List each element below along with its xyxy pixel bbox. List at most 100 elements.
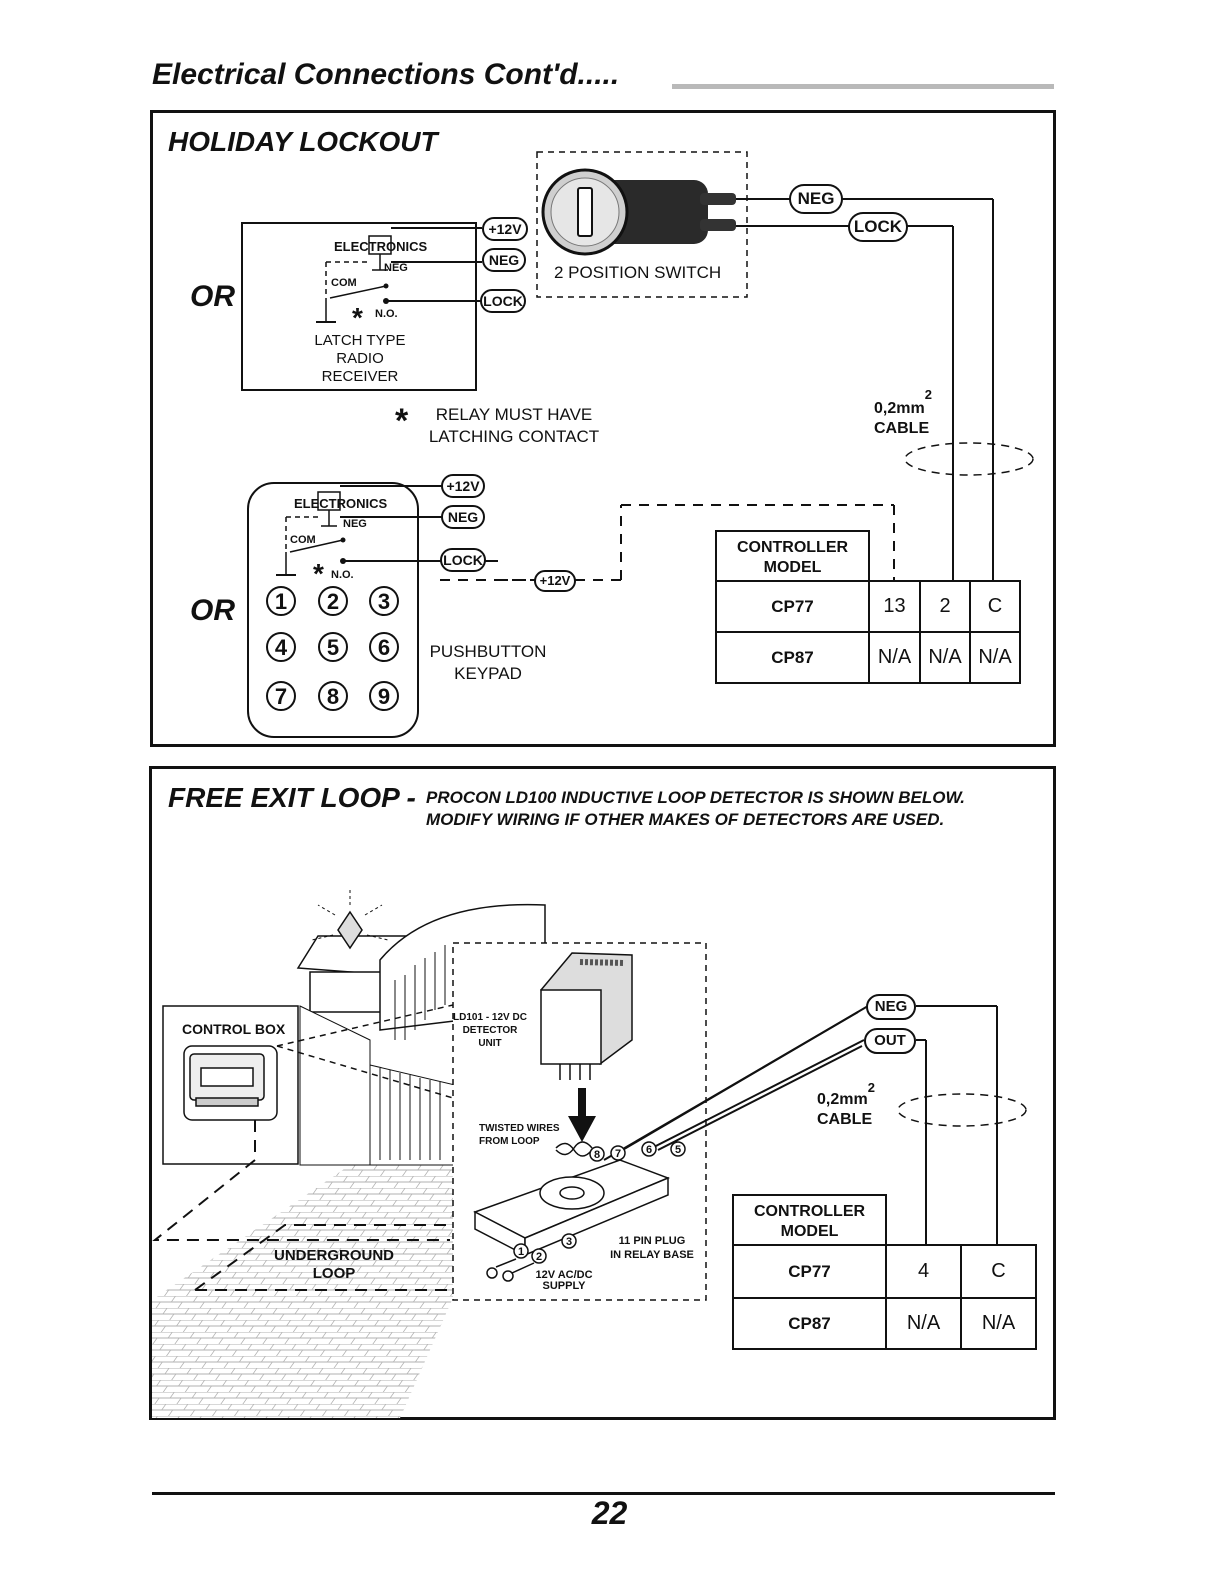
holiday-lockout-panel xyxy=(150,110,1056,747)
underground-loop-label: UNDERGROUND LOOP xyxy=(270,1247,398,1283)
table-row: CP77 13 2 C xyxy=(715,580,1021,633)
loop-output-wires xyxy=(603,1005,998,1246)
cable-size-1: 0,2mm xyxy=(874,400,925,417)
key-switch-icon xyxy=(541,168,736,256)
keypad-key-6: 6 xyxy=(378,635,390,660)
detector-label-line-1: LD101 - 12V DC xyxy=(453,1012,527,1023)
free-exit-loop-panel xyxy=(149,766,1056,1420)
receiver-neg-terminal: NEG xyxy=(482,248,526,272)
relay-base-icon xyxy=(473,1159,671,1257)
keypad-key-4: 4 xyxy=(275,635,288,660)
free-exit-description: PROCON LD100 INDUCTIVE LOOP DETECTOR IS … xyxy=(426,787,965,831)
pin-6: 6 xyxy=(646,1144,652,1156)
table-cell: 2 xyxy=(919,580,971,633)
pin-8: 8 xyxy=(594,1149,600,1161)
cable-sup-2: 2 xyxy=(867,1080,875,1095)
table-row: CP77 4 C xyxy=(732,1244,1037,1299)
controller-table-2-header: CONTROLLER MODEL xyxy=(732,1194,887,1246)
radio-receiver-box xyxy=(241,222,477,391)
table-cell: N/A xyxy=(919,631,971,684)
table-cell: CP77 xyxy=(715,580,870,633)
out-terminal: OUT xyxy=(864,1028,916,1054)
table-cell: CP77 xyxy=(732,1244,887,1299)
cable-sup-1: 2 xyxy=(924,387,932,402)
plug-label: 11 PIN PLUG IN RELAY BASE xyxy=(600,1234,704,1262)
supply-label-line-1: 12V AC/DC xyxy=(535,1269,593,1281)
table-cell: N/A xyxy=(868,631,921,684)
switch-label: 2 POSITION SWITCH xyxy=(554,263,722,282)
pin-3: 3 xyxy=(566,1236,572,1248)
pin-7: 7 xyxy=(615,1148,621,1160)
keypad-key-7: 7 xyxy=(275,684,287,709)
relay-note: RELAY MUST HAVE LATCHING CONTACT xyxy=(420,404,608,448)
receiver-caption: LATCH TYPE RADIO RECEIVER xyxy=(300,332,420,386)
receiver-caption-line-2: RADIO xyxy=(336,350,384,367)
controller-table-1-header: CONTROLLER MODEL xyxy=(715,530,870,582)
title-rule xyxy=(672,84,1054,89)
keypad-key-9: 9 xyxy=(378,684,390,709)
keypad-buttons xyxy=(266,586,399,711)
keypad-electronics-label: ELECTRONICS xyxy=(294,496,388,511)
controller-table-1: CP77 13 2 C CP87 N/A N/A N/A xyxy=(715,580,1021,684)
control-box-label: CONTROL BOX xyxy=(182,1021,286,1037)
table-cell: CP87 xyxy=(732,1297,887,1350)
twisted-wires-line-1: TWISTED WIRES xyxy=(479,1123,560,1134)
keypad-key-3: 3 xyxy=(378,589,390,614)
supply-arrows-icon xyxy=(486,1258,535,1282)
table-cell: N/A xyxy=(960,1297,1037,1350)
receiver-lock-terminal: LOCK xyxy=(480,289,526,313)
cable-size-2: 0,2mm xyxy=(817,1091,868,1108)
controller-table-2-header-text: CONTROLLER MODEL xyxy=(753,1203,866,1240)
underground-loop-line-2: LOOP xyxy=(312,1265,356,1282)
table-cell: CP87 xyxy=(715,631,870,684)
keypad-asterisk: * xyxy=(313,558,324,589)
receiver-com-label: COM xyxy=(331,277,357,289)
table-cell: C xyxy=(960,1244,1037,1299)
relay-note-asterisk: * xyxy=(395,402,409,440)
page-number: 22 xyxy=(591,1495,628,1531)
detector-unit-icon xyxy=(540,952,633,1080)
neg-terminal-2: NEG xyxy=(866,994,916,1020)
underground-loop-line-1: UNDERGROUND xyxy=(274,1247,394,1264)
keypad-caption-line-1: PUSHBUTTON xyxy=(429,642,547,661)
switch-frame xyxy=(536,151,748,298)
free-exit-desc-line-1: PROCON LD100 INDUCTIVE LOOP DETECTOR IS … xyxy=(426,788,966,807)
neg-terminal: NEG xyxy=(789,184,843,214)
controller-table-2: CP77 4 C CP87 N/A N/A xyxy=(732,1244,1037,1350)
table-row: CP87 N/A N/A N/A xyxy=(715,631,1021,684)
pin-5: 5 xyxy=(675,1144,681,1156)
down-arrow-icon xyxy=(568,1088,596,1142)
lamp-rays xyxy=(311,888,389,941)
detector-label-line-3: UNIT xyxy=(478,1038,502,1049)
keypad-lock-terminal: LOCK xyxy=(440,548,486,572)
keypad-neg-terminal: NEG xyxy=(441,505,485,529)
holiday-lockout-title: HOLIDAY LOCKOUT xyxy=(168,126,438,157)
supply-label-line-2: SUPPLY xyxy=(542,1280,586,1292)
free-exit-loop-title: FREE EXIT LOOP - xyxy=(168,782,416,813)
table-cell: 13 xyxy=(868,580,921,633)
fence xyxy=(369,1064,456,1166)
free-exit-loop-illustration: 8 7 6 5 1 2 3 xyxy=(152,888,1027,1418)
pin-2: 2 xyxy=(536,1251,542,1263)
relay-note-line-1: RELAY MUST HAVE xyxy=(435,405,593,424)
paving-area xyxy=(152,1155,520,1418)
receiver-caption-line-3: RECEIVER xyxy=(321,368,399,385)
plug-label-line-2: IN RELAY BASE xyxy=(610,1249,694,1261)
table-cell: N/A xyxy=(969,631,1021,684)
or-label-1: OR xyxy=(190,280,235,313)
detector-label-line-2: DETECTOR xyxy=(462,1025,518,1036)
holiday-lockout-wiring: 1 2 3 4 5 6 7 8 9 xyxy=(241,151,1034,738)
free-exit-desc-line-2: MODIFY WIRING IF OTHER MAKES OF DETECTOR… xyxy=(426,810,945,829)
receiver-no-label: N.O. xyxy=(375,308,398,320)
keypad-key-2: 2 xyxy=(327,589,339,614)
pin-1: 1 xyxy=(518,1246,524,1258)
controller-table-1-header-text: CONTROLLER MODEL xyxy=(736,539,849,576)
cable-bundle-ellipse-2 xyxy=(897,1093,1027,1127)
keypad-12v-ext-terminal: +12V xyxy=(534,570,576,592)
keypad-key-8: 8 xyxy=(327,684,339,709)
cable-word-1: CABLE xyxy=(874,420,930,437)
control-board-icon xyxy=(183,1045,278,1121)
lock-terminal: LOCK xyxy=(848,212,908,242)
detector-label: LD101 - 12V DC DETECTOR UNIT xyxy=(444,1011,536,1050)
receiver-neg-label: NEG xyxy=(384,262,408,274)
